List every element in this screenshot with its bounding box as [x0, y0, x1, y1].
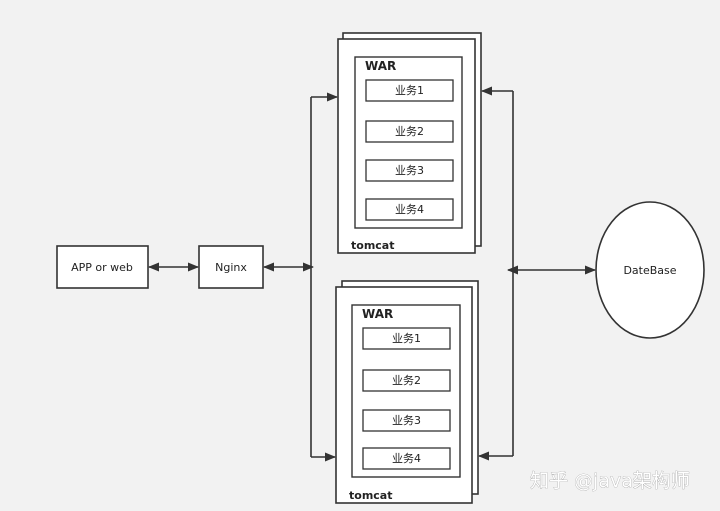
service-label: 业务3	[392, 414, 421, 427]
service-box-2-1: 业务1	[362, 327, 451, 350]
service-box-1-1: 业务1	[365, 79, 454, 102]
service-label: 业务4	[392, 452, 421, 465]
service-box-1-2: 业务2	[365, 120, 454, 143]
tomcat-label-2: tomcat	[349, 489, 392, 502]
service-box-2-4: 业务4	[362, 447, 451, 470]
service-label: 业务1	[392, 332, 421, 345]
tomcat-server-1: WAR 业务1 业务2 业务3 业务4 tomcat	[337, 32, 482, 254]
service-box-2-3: 业务3	[362, 409, 451, 432]
nginx-label: Nginx	[215, 261, 247, 274]
watermark-text: 知乎 @java架构师	[530, 470, 690, 492]
connectors	[147, 86, 597, 462]
service-box-2-2: 业务2	[362, 369, 451, 392]
tomcat-label-1: tomcat	[351, 239, 394, 252]
database-label: DateBase	[623, 264, 676, 277]
service-label: 业务2	[392, 374, 421, 387]
nginx-node: Nginx	[198, 245, 264, 289]
service-label: 业务2	[395, 125, 424, 138]
war-label-1: WAR	[365, 59, 396, 73]
service-box-1-3: 业务3	[365, 159, 454, 182]
service-label: 业务3	[395, 164, 424, 177]
client-label: APP or web	[71, 261, 133, 274]
client-node: APP or web	[56, 245, 149, 289]
database-node: DateBase	[595, 201, 705, 339]
service-label: 业务4	[395, 203, 424, 216]
war-label-2: WAR	[362, 307, 393, 321]
tomcat-server-2: WAR 业务1 业务2 业务3 业务4 tomcat	[335, 280, 479, 504]
service-label: 业务1	[395, 84, 424, 97]
service-box-1-4: 业务4	[365, 198, 454, 221]
